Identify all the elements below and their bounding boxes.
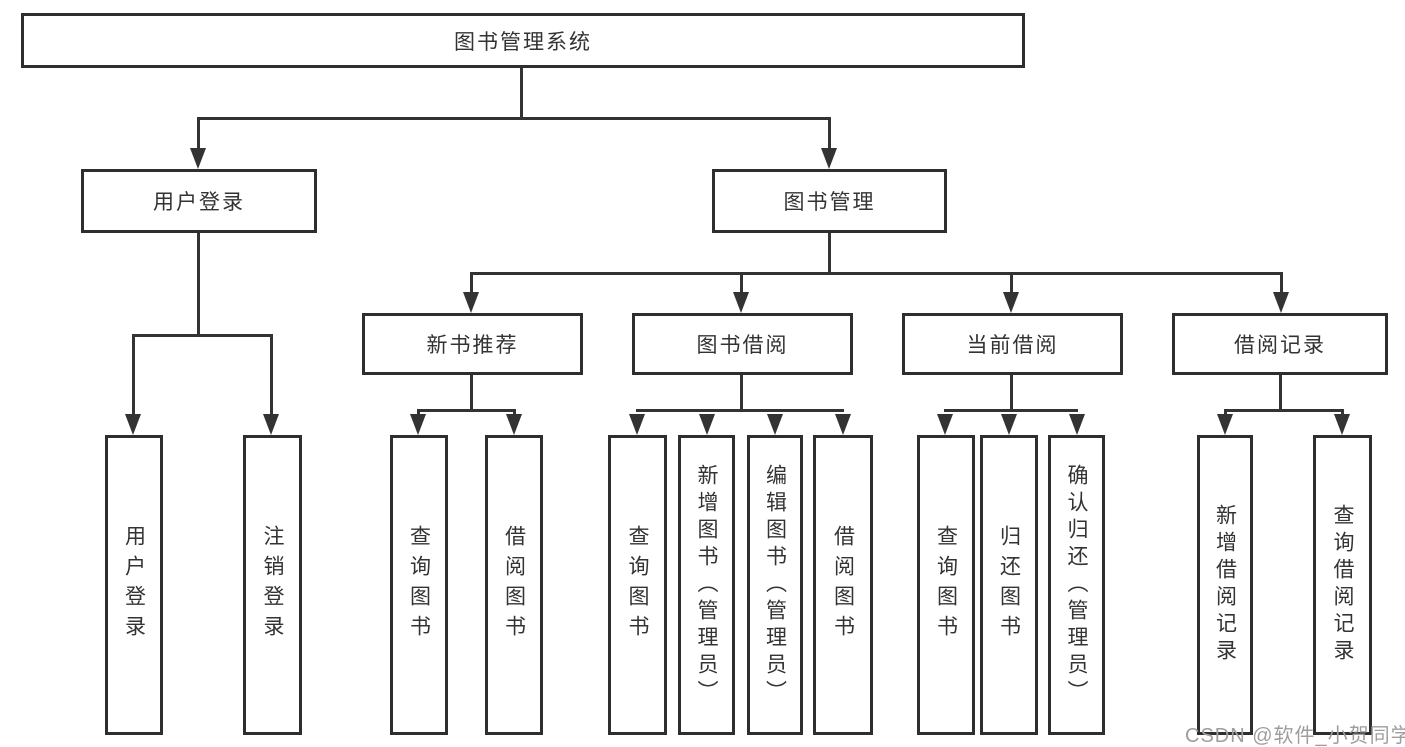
- node-current-borrow: 当前借阅: [902, 313, 1123, 375]
- leaf-user-login: 用户登录: [105, 435, 163, 735]
- node-user-login-label: 用户登录: [153, 191, 245, 214]
- leaf-borrow-query-books-label: 查询图书: [626, 525, 649, 645]
- leaf-user-login-label: 用户登录: [122, 525, 146, 645]
- arrowhead-cb-return: [1001, 414, 1017, 435]
- leaf-borrow-books: 借阅图书: [813, 435, 873, 735]
- leaf-confirm-return-admin: 确认归还（管理员）: [1048, 435, 1105, 735]
- leaf-logout: 注销登录: [243, 435, 302, 735]
- connector-user-login-stem: [197, 233, 200, 334]
- arrowhead-br-query: [1334, 414, 1350, 435]
- arrowhead-bb-edit: [767, 414, 783, 435]
- connector-current-borrow-rail: [944, 409, 1078, 412]
- connector-drop-leaf-user-login: [132, 334, 135, 416]
- arrowhead-bb-borrow: [835, 414, 851, 435]
- leaf-query-borrow-record-label: 查询借阅记录: [1331, 504, 1354, 666]
- node-current-borrow-label: 当前借阅: [966, 334, 1059, 357]
- leaf-return-books: 归还图书: [980, 435, 1038, 735]
- connector-drop-current-borrow: [1010, 272, 1013, 294]
- connector-new-book-recommend-stem: [470, 375, 473, 409]
- leaf-query-borrow-record: 查询借阅记录: [1313, 435, 1372, 735]
- arrowhead-bb-query: [629, 414, 645, 435]
- leaf-edit-books-admin: 编辑图书（管理员）: [747, 435, 803, 735]
- connector-root-rail: [197, 117, 831, 120]
- leaf-rec-query-books-label: 查询图书: [407, 525, 431, 645]
- arrowhead-br-add: [1217, 414, 1233, 435]
- connector-drop-br-query: [1341, 409, 1344, 417]
- connector-book-management-rail: [470, 272, 1283, 275]
- node-user-login: 用户登录: [81, 169, 317, 233]
- leaf-rec-borrow-books-label: 借阅图书: [502, 525, 526, 645]
- connector-drop-user-login: [197, 117, 200, 151]
- connector-drop-book-borrow: [740, 272, 743, 294]
- leaf-confirm-return-admin-label: 确认归还（管理员）: [1065, 463, 1088, 707]
- node-new-book-recommend-label: 新书推荐: [426, 334, 519, 357]
- connector-book-borrow-stem: [740, 375, 743, 409]
- watermark: CSDN @软件_小贺同学: [1185, 725, 1405, 747]
- connector-book-borrow-rail: [636, 409, 844, 412]
- leaf-add-books-admin-label: 新增图书（管理员）: [695, 463, 718, 707]
- leaf-current-query-books-label: 查询图书: [934, 525, 958, 645]
- connector-new-book-recommend-rail: [417, 409, 516, 412]
- leaf-rec-borrow-books: 借阅图书: [485, 435, 543, 735]
- node-new-book-recommend: 新书推荐: [362, 313, 583, 375]
- connector-drop-leaf-logout: [270, 334, 273, 416]
- connector-user-login-rail: [132, 334, 272, 337]
- leaf-rec-query-books: 查询图书: [390, 435, 448, 735]
- connector-book-management-stem: [828, 233, 831, 272]
- connector-borrow-records-rail: [1224, 409, 1344, 412]
- arrowhead-cb-query: [937, 414, 953, 435]
- connector-drop-book-management: [828, 117, 831, 151]
- connector-root-stem: [520, 68, 523, 117]
- connector-drop-br-add: [1224, 409, 1227, 417]
- leaf-return-books-label: 归还图书: [997, 525, 1021, 645]
- leaf-edit-books-admin-label: 编辑图书（管理员）: [763, 463, 787, 707]
- arrowhead-user-login: [190, 148, 206, 169]
- arrowhead-bb-add: [699, 414, 715, 435]
- arrowhead-rec-borrow: [506, 414, 522, 435]
- arrowhead-leaf-logout: [263, 414, 279, 435]
- leaf-add-borrow-record-label: 新增借阅记录: [1213, 504, 1237, 666]
- arrowhead-current-borrow: [1003, 292, 1019, 313]
- arrowhead-book-management: [821, 148, 837, 169]
- leaf-current-query-books: 查询图书: [917, 435, 975, 735]
- connector-drop-rec-borrow: [513, 409, 516, 417]
- arrowhead-book-borrow: [733, 292, 749, 313]
- arrowhead-borrow-records: [1273, 292, 1289, 313]
- arrowhead-new-book-recommend: [463, 292, 479, 313]
- arrowhead-cb-confirm: [1069, 414, 1085, 435]
- node-borrow-records-label: 借阅记录: [1234, 334, 1326, 357]
- connector-current-borrow-stem: [1010, 375, 1013, 409]
- connector-drop-borrow-records: [1280, 272, 1283, 294]
- connector-drop-rec-query: [417, 409, 420, 417]
- leaf-add-books-admin: 新增图书（管理员）: [678, 435, 735, 735]
- leaf-logout-label: 注销登录: [261, 525, 284, 645]
- arrowhead-leaf-user-login: [125, 414, 141, 435]
- node-root: 图书管理系统: [21, 13, 1025, 68]
- connector-borrow-records-stem: [1279, 375, 1282, 409]
- connector-drop-new-book-recommend: [470, 272, 473, 294]
- node-book-borrow: 图书借阅: [632, 313, 853, 375]
- leaf-borrow-query-books: 查询图书: [608, 435, 667, 735]
- node-book-management: 图书管理: [712, 169, 947, 233]
- node-borrow-records: 借阅记录: [1172, 313, 1388, 375]
- node-root-label: 图书管理系统: [454, 30, 592, 54]
- leaf-add-borrow-record: 新增借阅记录: [1197, 435, 1253, 735]
- leaf-borrow-books-label: 借阅图书: [831, 525, 855, 645]
- node-book-borrow-label: 图书借阅: [696, 334, 789, 357]
- arrowhead-rec-query: [410, 414, 426, 435]
- node-book-management-label: 图书管理: [783, 191, 876, 214]
